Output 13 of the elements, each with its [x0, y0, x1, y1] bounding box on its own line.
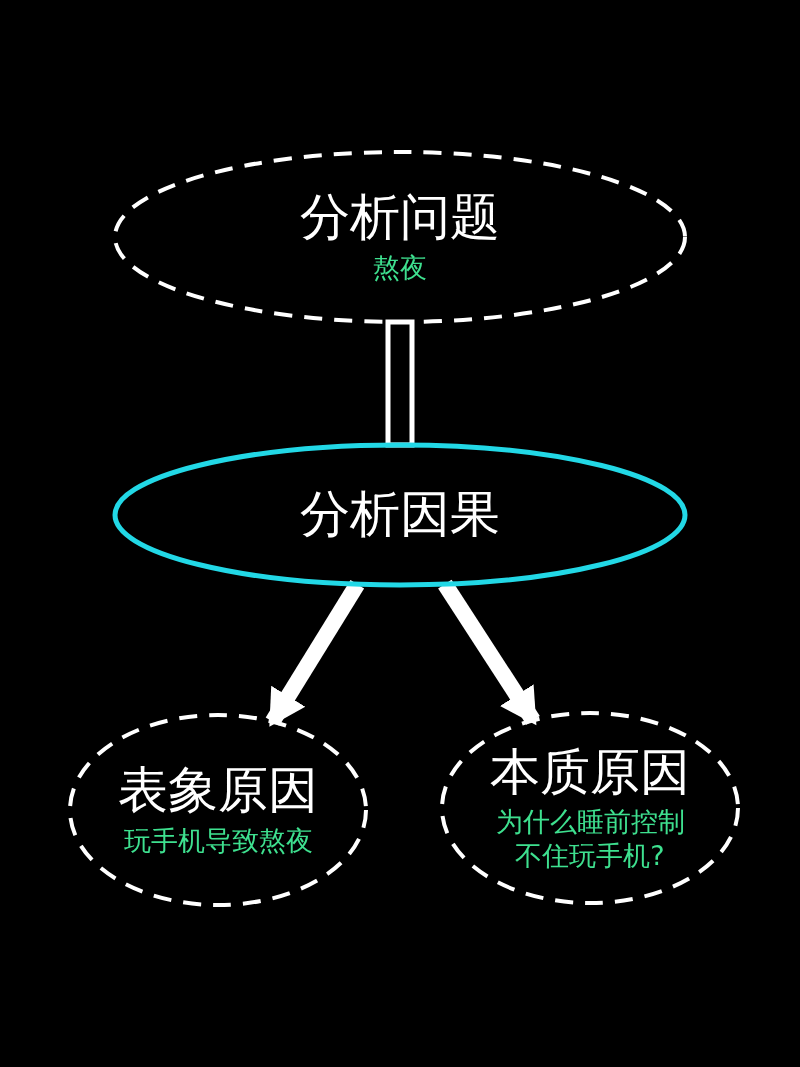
- node-title: 表象原因: [118, 762, 318, 820]
- node-subtitle: 玩手机导致熬夜: [123, 823, 313, 858]
- ellipse-node: [438, 709, 742, 907]
- arrow: [265, 580, 365, 727]
- node-subtitle: 为什么睡前控制不住玩手机?: [495, 805, 685, 873]
- node-title: 本质原因: [490, 743, 690, 801]
- node-title: 分析问题: [300, 189, 500, 247]
- node-subtitle: 熬夜: [373, 250, 427, 285]
- arrow: [438, 579, 540, 726]
- ellipse-node: [66, 711, 370, 909]
- ellipse-node: [111, 441, 689, 589]
- node-title: 分析因果: [300, 486, 500, 544]
- ellipse-node: [111, 148, 689, 326]
